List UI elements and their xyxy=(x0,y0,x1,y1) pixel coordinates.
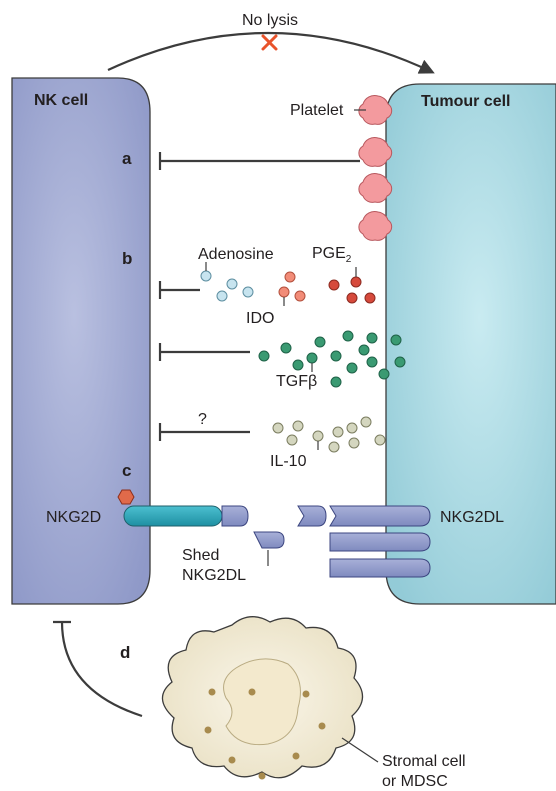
inhibition-bar-icon xyxy=(158,152,360,170)
nkg2d-receptor xyxy=(117,489,249,527)
shed-label-line2: NKG2DL xyxy=(182,567,246,584)
platelet-label: Platelet xyxy=(290,102,344,119)
step-b-label: b xyxy=(122,249,132,268)
hexagon-ligand-icon xyxy=(117,489,135,505)
inhibition-bar-icon xyxy=(158,423,250,441)
platelet xyxy=(358,173,393,203)
ido-label: IDO xyxy=(246,310,274,327)
stromal-granules xyxy=(204,688,326,780)
nkg2dl-label: NKG2DL xyxy=(440,509,504,526)
pge2-molecules xyxy=(328,276,376,304)
pge2-label: PGE2 xyxy=(312,245,352,265)
platelet xyxy=(358,137,393,167)
step-a-label: a xyxy=(122,149,132,168)
stromal-nucleus xyxy=(223,658,301,746)
adenosine-label: Adenosine xyxy=(198,246,274,263)
il10-molecules xyxy=(272,416,386,453)
nkg2dl-ligands xyxy=(297,505,431,578)
platelet xyxy=(358,95,393,125)
inhibition-bars xyxy=(158,152,360,441)
no-lysis-arrow: No lysis xyxy=(107,12,435,74)
shed-nkg2dl xyxy=(253,531,285,566)
platelets xyxy=(358,95,393,241)
unknown-factor-label: ? xyxy=(198,411,207,428)
platelet xyxy=(358,211,393,241)
shed-label-line1: Shed xyxy=(182,547,219,564)
nkg2d-label: NKG2D xyxy=(46,509,101,526)
step-c-label: c xyxy=(122,461,131,480)
inhibition-bar-icon xyxy=(158,343,250,361)
adenosine-molecules xyxy=(200,270,254,302)
step-d-label: d xyxy=(120,643,130,662)
no-lysis-label: No lysis xyxy=(242,12,298,29)
stromal-cell xyxy=(161,616,364,780)
stromal-pointer xyxy=(341,737,379,763)
nk-cell-label: NK cell xyxy=(34,92,88,109)
stromal-label-line2: or MDSC xyxy=(382,773,448,790)
tumour-cell-label: Tumour cell xyxy=(421,93,511,110)
stromal-inhibition xyxy=(53,620,143,718)
nk-cell: NK cell xyxy=(11,77,151,605)
stromal-label-line1: Stromal cell xyxy=(382,753,466,770)
ido-molecules xyxy=(278,271,306,302)
cross-icon xyxy=(261,34,278,51)
il10-label: IL-10 xyxy=(270,453,307,470)
inhibition-bar-icon xyxy=(158,281,200,299)
tgfb-label: TGFβ xyxy=(276,373,317,390)
curved-arrow-icon xyxy=(107,31,435,74)
tgfb-molecules xyxy=(258,330,406,388)
